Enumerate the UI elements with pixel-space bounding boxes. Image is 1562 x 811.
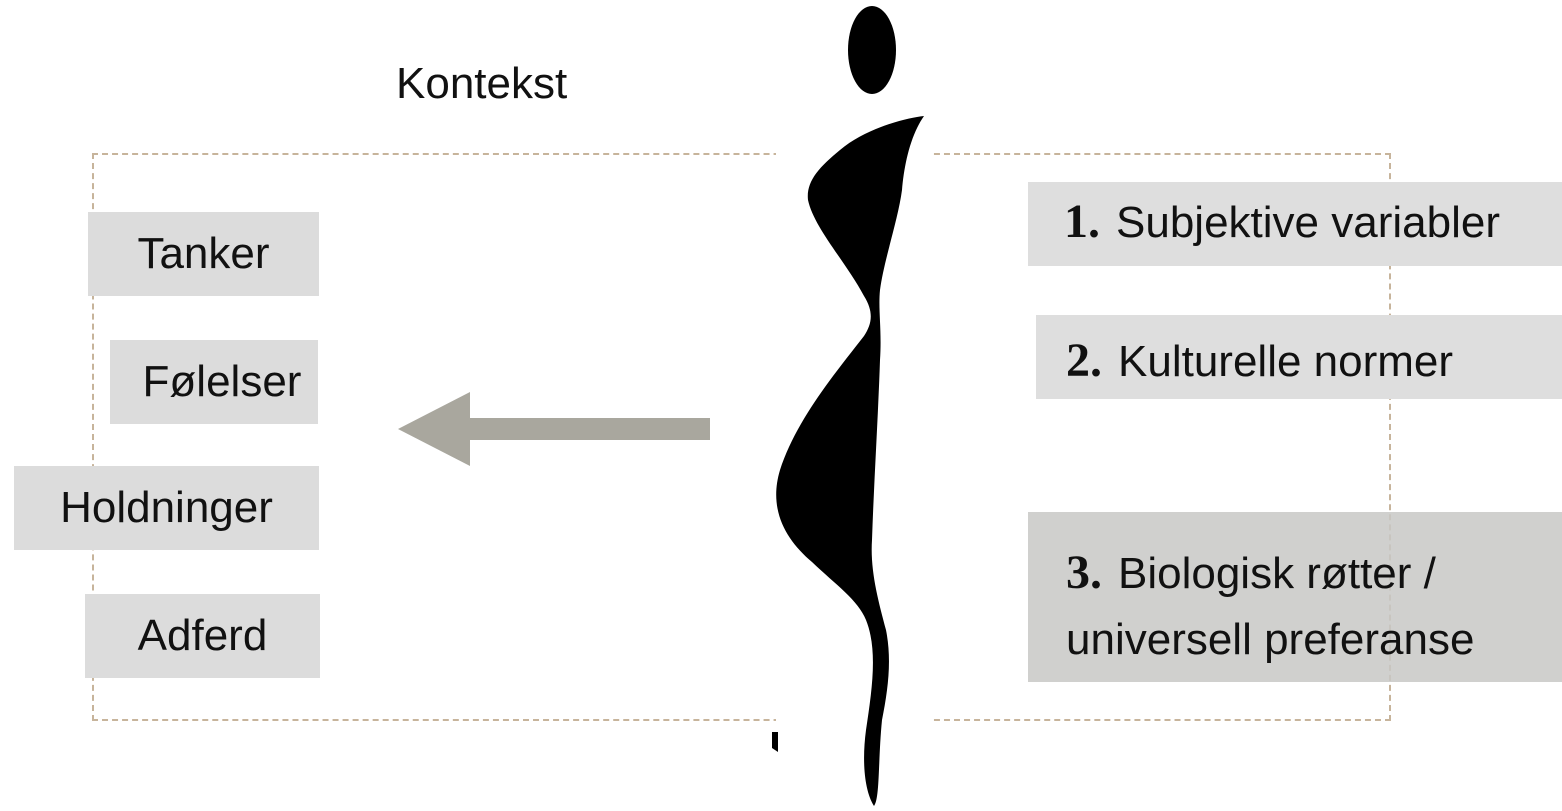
box-cultural-norms: 2. Kulturelle normer: [1036, 315, 1562, 399]
item-text: Biologisk røtter / universell preferanse: [1066, 549, 1475, 664]
item-text: Subjektive variabler: [1116, 198, 1500, 247]
item-number: 3.: [1066, 546, 1102, 599]
box-folelser: Følelser: [110, 340, 318, 424]
figure-foot: [772, 732, 778, 752]
arrow-shaft: [458, 418, 710, 440]
box-adferd: Adferd: [85, 594, 320, 678]
item-number: 1.: [1064, 195, 1100, 248]
item-text: Kulturelle normer: [1118, 337, 1454, 386]
context-frame: [92, 153, 1391, 721]
box-holdninger: Holdninger: [14, 466, 319, 550]
arrow-head: [398, 392, 470, 466]
box-biological-roots: 3.Biologisk røtter / universell preferan…: [1028, 512, 1562, 682]
item-number: 2.: [1066, 334, 1102, 387]
figure-head: [848, 6, 896, 94]
figure-silhouette-icon: [772, 6, 924, 806]
frame-gap-bottom: [776, 713, 932, 729]
box-tanker: Tanker: [88, 212, 319, 296]
box-subjective-variables: 1. Subjektive variabler: [1028, 182, 1562, 266]
context-label: Kontekst: [396, 59, 568, 108]
left-arrow-icon: [398, 392, 710, 466]
figure-body: [776, 116, 924, 806]
